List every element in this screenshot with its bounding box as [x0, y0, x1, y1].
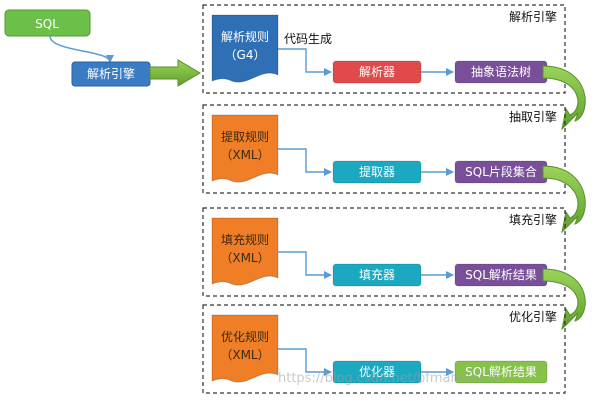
process-label-3: 填充器 [359, 267, 395, 282]
process-label-4: 优化器 [359, 365, 395, 379]
sql-connector [49, 35, 114, 63]
result-label-1: 抽象语法树 [471, 64, 531, 79]
rule-document-format-4: （XML） [220, 348, 269, 362]
process-label-1: 解析器 [359, 65, 395, 79]
stage-title-4: 优化引擎 [509, 309, 557, 324]
result-box-4 [454, 360, 548, 384]
stage-frame-1 [202, 4, 566, 94]
stage-transition-arrow-1 [542, 65, 586, 131]
stage-title-3: 填充引擎 [509, 212, 557, 227]
rule-document-1 [211, 14, 279, 83]
parse-engine-label: 解析引擎 [87, 66, 135, 81]
stage-frame-3 [202, 207, 566, 297]
stage-transition-arrow-3 [542, 268, 586, 331]
rule-document-title-4: 优化规则 [221, 329, 269, 344]
stage-title-2: 抽取引擎 [509, 109, 557, 124]
stage-title-1: 解析引擎 [509, 9, 557, 24]
watermark: https://blog.csdn.net/bfmahu0925 [278, 371, 500, 386]
rule-document-format-1: （G4） [225, 48, 266, 62]
rule-document-title-3: 填充规则 [221, 232, 269, 247]
stage-frame-2 [202, 104, 566, 194]
rule-to-process-connector-4 [278, 348, 332, 376]
rule-document-4 [211, 314, 279, 383]
rule-document-title-1: 解析规则 [221, 29, 269, 44]
rule-to-process-connector-3 [278, 251, 332, 279]
sql-box [4, 9, 91, 37]
entry-arrow [149, 59, 201, 87]
rule-document-format-3: （XML） [220, 251, 269, 265]
rule-document-2 [211, 114, 279, 183]
result-label-2: SQL片段集合 [465, 164, 537, 179]
rule-document-title-2: 提取规则 [221, 129, 269, 144]
stage-transition-arrow-2 [542, 165, 586, 234]
rule-document-format-2: （XML） [220, 148, 269, 162]
process-label-2: 提取器 [359, 164, 395, 179]
result-label-4: SQL解析结果 [465, 365, 537, 379]
codegen-label: 代码生成 [284, 32, 332, 46]
result-label-3: SQL解析结果 [465, 268, 537, 282]
sql-box-label: SQL [35, 17, 59, 31]
rule-to-process-connector-2 [278, 148, 332, 176]
rule-to-process-connector-1 [278, 48, 332, 76]
rule-document-3 [211, 217, 279, 286]
stage-frame-4 [202, 304, 566, 394]
